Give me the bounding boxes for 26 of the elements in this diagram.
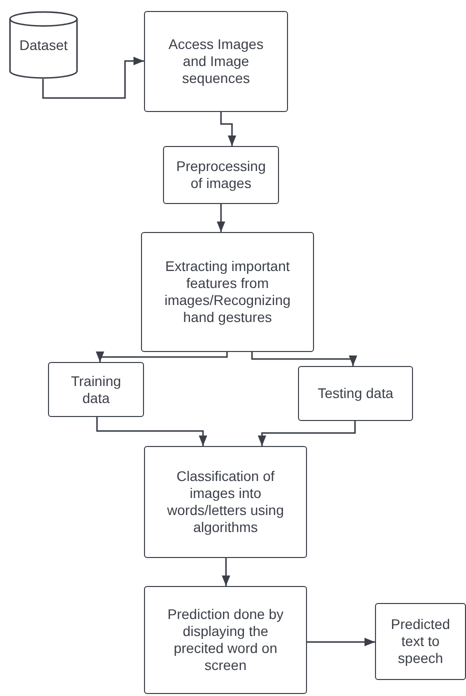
- arrow: [251, 352, 358, 366]
- process-box: [163, 146, 279, 204]
- arrow: [96, 352, 228, 362]
- process-box: [144, 446, 307, 558]
- arrow: [307, 638, 375, 646]
- arrow: [222, 558, 230, 586]
- node-label: Extracting important features from images/Recognizing hand gestures: [163, 258, 292, 326]
- arrow: [216, 204, 226, 232]
- node-label: Predicted text to speech: [390, 616, 452, 667]
- node-label: Preprocessing of images: [175, 158, 267, 192]
- process-box: [298, 366, 413, 421]
- node-label: Testing data: [318, 385, 394, 402]
- process-box: [144, 11, 288, 112]
- arrow: [42, 56, 144, 99]
- process-box: [48, 362, 144, 417]
- node-label: Prediction done by displaying the precited word on screen: [166, 606, 284, 674]
- process-box: [375, 603, 466, 680]
- process-box: [144, 586, 307, 694]
- node-label: Classification of images into words/letters using algorithms: [166, 468, 285, 536]
- node-label: Training data: [70, 372, 122, 406]
- arrow: [258, 421, 356, 446]
- process-box: [141, 232, 314, 352]
- arrow: [220, 112, 236, 146]
- arrow: [96, 417, 208, 446]
- node-label: Access Images and Image sequences: [168, 36, 264, 87]
- node-label: Dataset: [19, 36, 68, 54]
